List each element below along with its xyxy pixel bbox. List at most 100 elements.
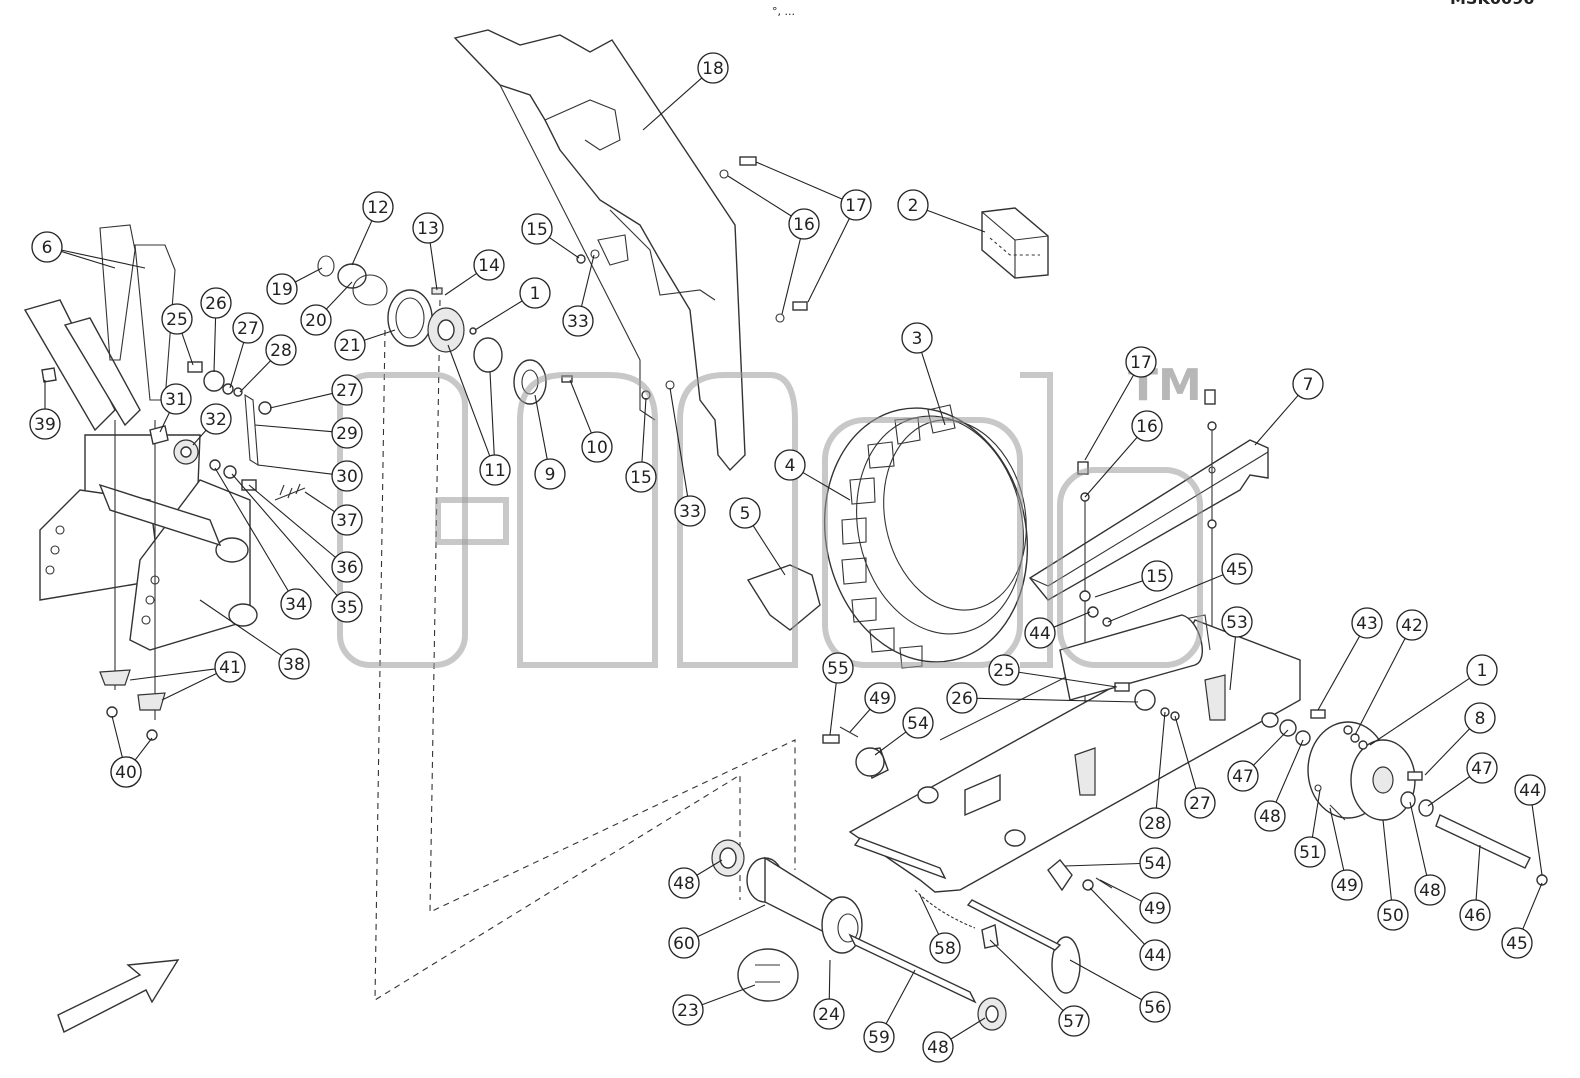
callout-bubble: 59 <box>863 1021 895 1053</box>
callout-circle <box>1514 774 1546 806</box>
callout-bubble: 27 <box>232 312 264 344</box>
callout-leader-line <box>239 360 271 393</box>
callout-bubble: 21 <box>334 329 366 361</box>
callout-bubble: 48 <box>1414 874 1446 906</box>
direction-arrow-icon <box>57 959 180 1033</box>
callout-bubble: 24 <box>813 998 845 1030</box>
callout-circle <box>331 504 363 536</box>
callout-label: 12 <box>367 198 389 218</box>
callout-leader-line <box>696 859 723 876</box>
callout-bubble: 35 <box>331 591 363 623</box>
callout-leader-line <box>295 267 323 283</box>
callout-circle <box>29 408 61 440</box>
hub-parts-right <box>1279 709 1548 886</box>
callout-label: 9 <box>545 465 556 485</box>
callout-bubble: 47 <box>1227 760 1259 792</box>
callout-bubble: 39 <box>29 408 61 440</box>
callout-leader-line <box>989 939 1064 1011</box>
callout-label: 28 <box>270 341 292 361</box>
callout-label: 11 <box>484 461 506 481</box>
callout-label: 5 <box>740 504 751 524</box>
callout-circle <box>479 454 511 486</box>
callout-leader-line <box>950 1017 986 1040</box>
callout-leader-line <box>697 904 766 938</box>
callout-label: 35 <box>336 598 358 618</box>
callout-leader-line <box>534 394 548 460</box>
callout-bubble: 48 <box>1254 800 1286 832</box>
callout-circle <box>864 682 896 714</box>
callout-circle <box>668 867 700 899</box>
callout-label: 2 <box>908 196 919 216</box>
callout-label: 17 <box>1130 353 1152 373</box>
callout-leader-line <box>781 238 801 315</box>
callout-circle <box>1351 607 1383 639</box>
callout-bubble: 48 <box>668 867 700 899</box>
callout-leader-line <box>1018 671 1118 688</box>
callout-leader-line <box>701 984 756 1006</box>
callout-leader-line <box>1099 879 1142 902</box>
callout-label: 57 <box>1063 1012 1085 1032</box>
callout-label: 43 <box>1356 614 1378 634</box>
diagram-small-mark: °, ... <box>772 5 795 18</box>
callout-circle <box>1141 560 1173 592</box>
callout-bubble: 3 <box>901 322 933 354</box>
callout-circle <box>1024 617 1056 649</box>
callout-label: 58 <box>934 939 956 959</box>
callout-bubble: 15 <box>521 213 553 245</box>
callout-label: 17 <box>845 196 867 216</box>
callout-bubble: 20 <box>300 304 332 336</box>
callout-leader-line <box>134 737 153 761</box>
callout-circle <box>519 277 551 309</box>
callout-label: 36 <box>336 558 358 578</box>
callout-label: 49 <box>1144 899 1166 919</box>
callout-bubble: 33 <box>562 305 594 337</box>
callout-leader-line <box>129 668 216 681</box>
callout-leader-line <box>181 332 194 366</box>
callout-circle <box>473 249 505 281</box>
callout-bubble: 36 <box>331 551 363 583</box>
callout-leader-line <box>926 209 986 233</box>
callout-circle <box>1459 899 1491 931</box>
box-part-2 <box>981 207 1049 279</box>
callout-bubble: 45 <box>1501 927 1533 959</box>
callout-leader-line <box>1311 789 1321 838</box>
callout-label: 37 <box>336 511 358 531</box>
callout-circle <box>412 212 444 244</box>
callout-bubble: 51 <box>1294 836 1326 868</box>
callout-circle <box>1139 939 1171 971</box>
callout-circle <box>331 591 363 623</box>
callout-bubble: 49 <box>1139 892 1171 924</box>
callout-label: 41 <box>219 658 241 678</box>
callout-leader-line <box>569 379 592 434</box>
callout-leader-line <box>325 281 353 310</box>
callout-label: 40 <box>115 763 137 783</box>
callout-leader-line <box>1253 729 1289 766</box>
callout-label: 59 <box>868 1028 890 1048</box>
callout-label: 27 <box>336 381 358 401</box>
callout-leader-line <box>1317 635 1361 711</box>
callout-bubble: 18 <box>697 52 729 84</box>
callout-bubble: 26 <box>946 682 978 714</box>
callout-bubble: 9 <box>534 458 566 490</box>
callout-bubble: 44 <box>1514 774 1546 806</box>
callout-bubble: 60 <box>668 927 700 959</box>
callout-bubble: 15 <box>625 461 657 493</box>
callout-leader-line <box>304 491 335 513</box>
callout-label: 45 <box>1226 560 1248 580</box>
callout-bubble: 28 <box>1139 807 1171 839</box>
callout-circle <box>774 449 806 481</box>
callout-label: 20 <box>305 311 327 331</box>
callout-bubble: 31 <box>160 383 192 415</box>
callout-bubble: 49 <box>864 682 896 714</box>
callout-leader-line <box>192 429 207 446</box>
callout-circle <box>1184 787 1216 819</box>
callout-circle <box>200 287 232 319</box>
callout-bubble: 27 <box>331 374 363 406</box>
callout-label: 51 <box>1299 843 1321 863</box>
callout-leader-line <box>807 218 850 303</box>
callout-circle <box>1294 836 1326 868</box>
callout-leader-line <box>269 392 333 409</box>
callout-label: 23 <box>677 1001 699 1021</box>
callout-circle <box>1139 892 1171 924</box>
